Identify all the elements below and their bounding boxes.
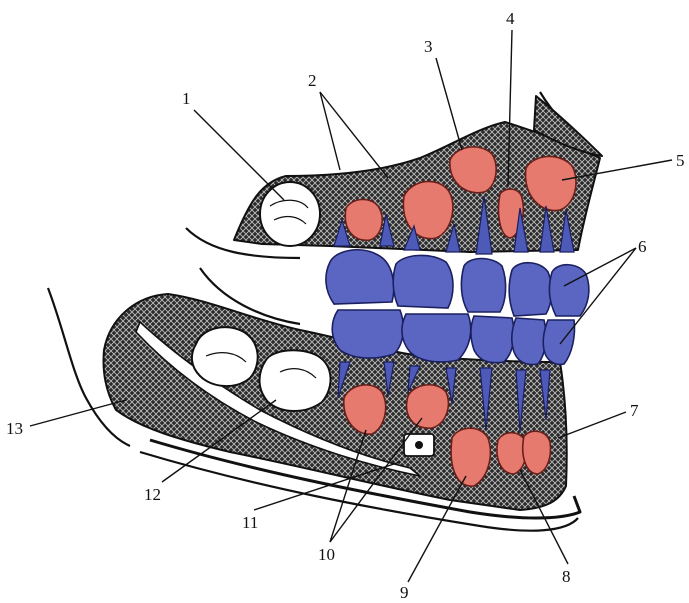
label-7: 7 [630,401,639,420]
lower-primary-crown-4 [512,318,546,365]
lower-molar-back [192,327,258,386]
label-5: 5 [676,151,685,170]
lower-permanent-bud-e [523,431,551,474]
label-11: 11 [242,513,258,532]
upper-primary-crown-2 [393,255,453,308]
upper-primary-crown-4 [509,263,551,316]
upper-primary-crown-5 [549,265,589,316]
label-3: 3 [424,37,433,56]
label-13: 13 [6,419,23,438]
lower-permanent-bud-b [407,385,449,428]
upper-primary-crown-3 [461,259,505,313]
upper-molar-crown [260,182,320,246]
label-4: 4 [506,9,515,28]
upper-primary-crown-1 [326,250,394,304]
lower-molar-front [260,350,331,411]
label-12: 12 [144,485,161,504]
label-8: 8 [562,567,571,586]
label-2: 2 [308,71,317,90]
lower-primary-crown-5 [543,320,574,364]
upper-permanent-molar [260,182,320,246]
primary-teeth-crowns [326,250,589,365]
label-9: 9 [400,583,409,602]
upper-permanent-bud-a [345,199,382,240]
lower-permanent-bud-d [497,433,527,474]
mental-foramen-opening [415,441,423,449]
label-1: 1 [182,89,191,108]
lower-primary-crown-3 [471,316,514,363]
label-6: 6 [638,237,647,256]
label-10: 10 [318,545,335,564]
lower-primary-crown-1 [332,310,403,358]
lower-primary-crown-2 [402,314,471,362]
